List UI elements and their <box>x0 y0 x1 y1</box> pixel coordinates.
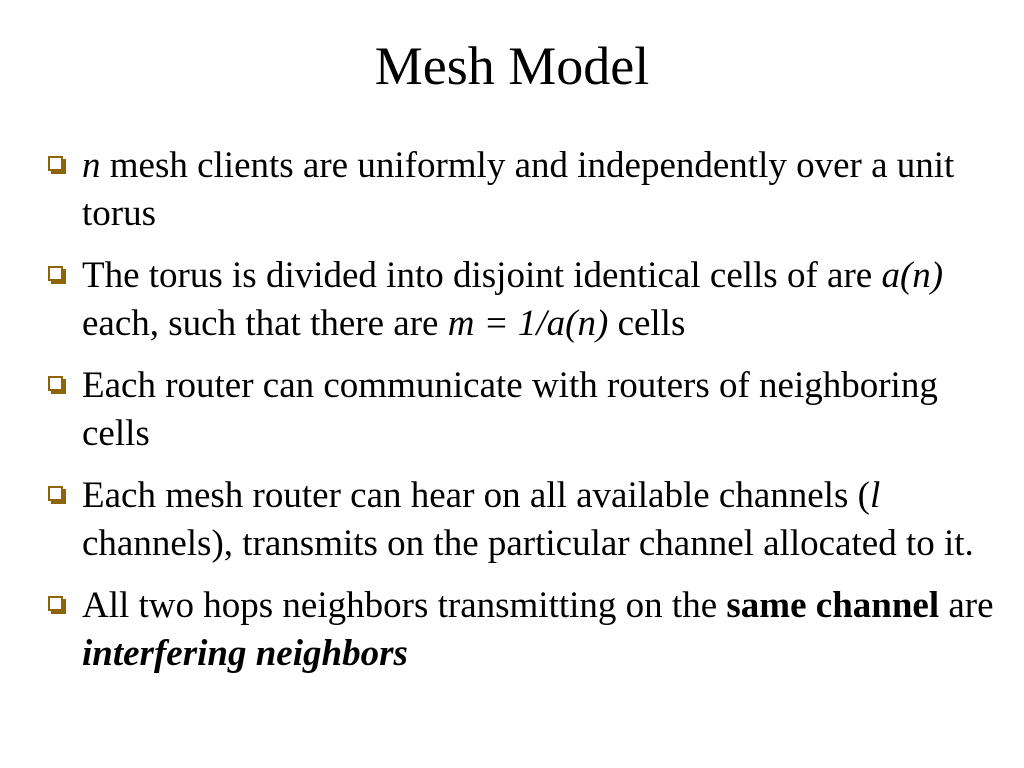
hollow-square-bullet-icon <box>48 596 63 611</box>
hollow-square-bullet-icon <box>48 376 63 391</box>
bullet-list: n mesh clients are uniformly and indepen… <box>48 142 998 692</box>
bullet-5-part-1: All two hops neighbors transmitting on t… <box>82 585 727 626</box>
bullet-1-part-1: n <box>82 145 101 186</box>
bullet-5-part-4: interfering neighbors <box>82 633 408 674</box>
bullet-item-2: The torus is divided into disjoint ident… <box>48 252 998 348</box>
hollow-square-bullet-icon <box>48 266 63 281</box>
bullet-item-4: Each mesh router can hear on all availab… <box>48 472 998 568</box>
bullet-1-part-2: mesh clients are uniformly and independe… <box>82 145 955 234</box>
bullet-2-part-5: cells <box>608 303 686 344</box>
bullet-item-1: n mesh clients are uniformly and indepen… <box>48 142 998 238</box>
bullet-3-part-1: Each router can communicate with routers… <box>82 365 938 454</box>
bullet-item-5: All two hops neighbors transmitting on t… <box>48 582 998 678</box>
bullet-2-part-4: m = 1/a(n) <box>447 303 609 344</box>
hollow-square-bullet-icon <box>48 486 63 501</box>
bullet-item-3: Each router can communicate with routers… <box>48 362 998 458</box>
bullet-5-part-2: same channel <box>726 585 940 626</box>
bullet-4-part-2: l <box>869 475 881 516</box>
bullet-5-part-3: are <box>939 585 994 626</box>
bullet-4-part-3: channels), transmits on the particular c… <box>82 523 974 564</box>
bullet-2-part-2: a(n) <box>881 255 944 296</box>
bullet-2-part-3: each, such that there are <box>82 303 448 344</box>
hollow-square-bullet-icon <box>48 156 63 171</box>
slide-title: Mesh Model <box>374 36 650 96</box>
bullet-2-part-1: The torus is divided into disjoint ident… <box>82 255 882 296</box>
bullet-4-part-1: Each mesh router can hear on all availab… <box>82 475 870 516</box>
